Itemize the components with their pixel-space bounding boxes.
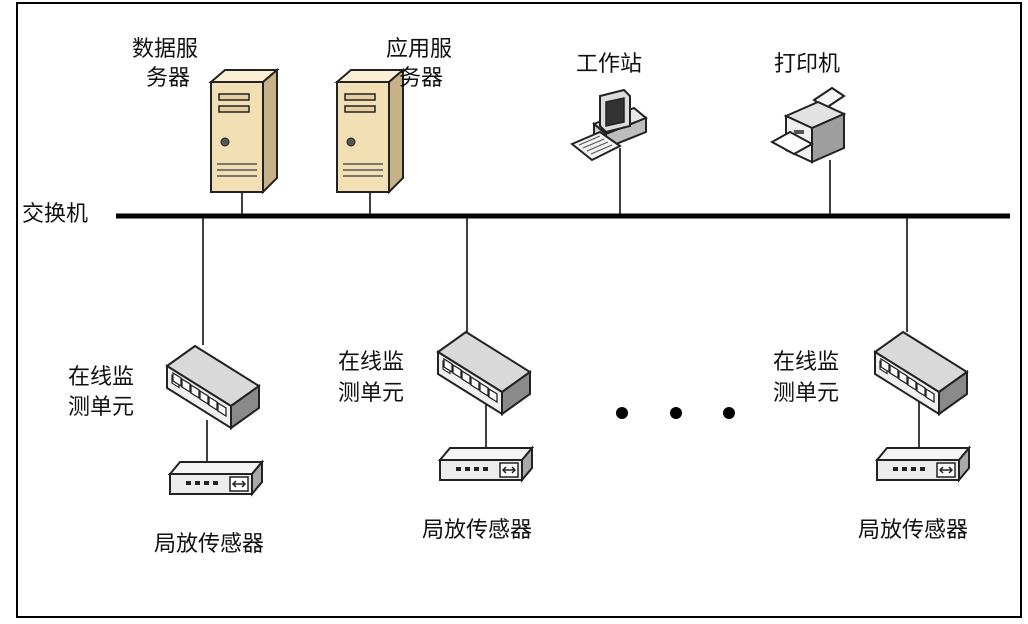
sensor-2-icon xyxy=(439,447,533,481)
workstation-icon xyxy=(570,88,648,162)
monitor-unit-3-label-line2: 测单元 xyxy=(773,381,840,406)
data-server-icon xyxy=(210,69,278,193)
data-server-label-line2: 务器 xyxy=(146,66,191,91)
monitor-unit-1-label-line1: 在线监 xyxy=(68,365,135,390)
monitor-unit-2-label-line1: 在线监 xyxy=(338,350,405,375)
workstation-label: 工作站 xyxy=(576,52,643,77)
sensor-2-label: 局放传感器 xyxy=(422,518,533,543)
switch-label: 交换机 xyxy=(22,202,89,227)
data-server-label-line1: 数据服 xyxy=(132,37,199,62)
printer-label: 打印机 xyxy=(774,52,841,77)
diagram-frame xyxy=(16,2,1022,618)
app-server-label-line1: 应用服 xyxy=(386,37,453,62)
monitor-unit-3-label-line1: 在线监 xyxy=(773,350,840,375)
sensor-1-label: 局放传感器 xyxy=(154,532,265,557)
monitor-unit-1-label-line2: 测单元 xyxy=(68,395,135,420)
monitor-unit-3-icon xyxy=(874,331,968,415)
monitor-unit-2-label-line2: 测单元 xyxy=(338,381,405,406)
ellipsis-dots xyxy=(616,407,735,419)
app-server-icon xyxy=(336,69,404,193)
monitor-unit-1-icon xyxy=(166,345,260,429)
sensor-3-label: 局放传感器 xyxy=(858,518,969,543)
sensor-3-icon xyxy=(876,447,970,481)
printer-icon xyxy=(769,86,847,164)
connection-lines xyxy=(202,148,920,468)
app-server-label-line2: 务器 xyxy=(399,66,444,91)
monitor-unit-2-icon xyxy=(437,331,531,415)
sensor-1-icon xyxy=(169,461,263,495)
